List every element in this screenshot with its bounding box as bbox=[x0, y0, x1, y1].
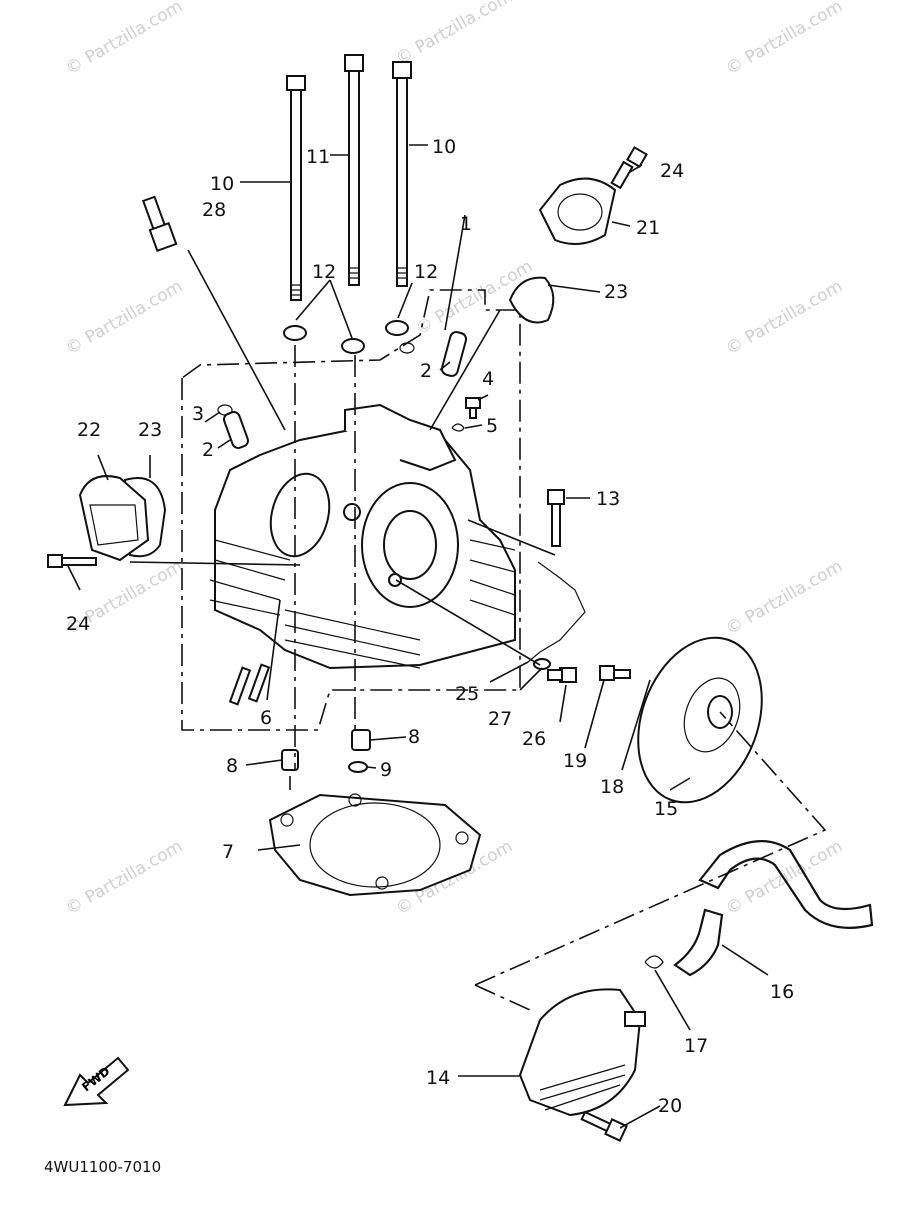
bolt-24-right[interactable] bbox=[610, 146, 648, 190]
bolt-shaft bbox=[290, 89, 302, 301]
bolt-20[interactable] bbox=[580, 1110, 628, 1142]
washer[interactable] bbox=[341, 338, 365, 354]
callout-8: 8 bbox=[226, 755, 238, 777]
bolt-head bbox=[344, 54, 364, 72]
spark-plug[interactable] bbox=[141, 195, 178, 253]
bolt-24-left[interactable] bbox=[47, 554, 97, 568]
callout-13: 13 bbox=[596, 488, 620, 510]
clip[interactable] bbox=[399, 342, 415, 354]
callout-27: 27 bbox=[488, 708, 512, 730]
callout-6: 6 bbox=[260, 707, 272, 729]
stud[interactable] bbox=[247, 663, 271, 703]
callout-2: 2 bbox=[420, 360, 432, 382]
valve-guide[interactable] bbox=[440, 331, 468, 378]
callout-23: 23 bbox=[138, 419, 162, 441]
callout-19: 19 bbox=[563, 750, 587, 772]
bolt-head bbox=[392, 61, 412, 79]
callout-16: 16 bbox=[770, 981, 794, 1003]
side-cover[interactable] bbox=[616, 620, 783, 819]
intake-port bbox=[269, 472, 331, 558]
clip[interactable] bbox=[217, 404, 233, 416]
callout-23: 23 bbox=[604, 281, 628, 303]
callout-15: 15 bbox=[654, 798, 678, 820]
cylinder-head[interactable] bbox=[209, 403, 516, 670]
watermark: © Partzilla.com bbox=[723, 0, 847, 79]
watermark: © Partzilla.com bbox=[393, 0, 517, 69]
head-gasket[interactable] bbox=[268, 793, 482, 897]
callout-17: 17 bbox=[684, 1035, 708, 1057]
watermark: © Partzilla.com bbox=[723, 556, 847, 639]
watermark: © Partzilla.com bbox=[63, 0, 187, 79]
callout-8: 8 bbox=[408, 726, 420, 748]
callout-5: 5 bbox=[486, 415, 498, 437]
tappet-cover-right[interactable] bbox=[508, 177, 617, 324]
washer-27[interactable] bbox=[533, 658, 551, 670]
hose-clip[interactable] bbox=[644, 955, 664, 969]
callout-2: 2 bbox=[202, 439, 214, 461]
dowel-pin[interactable] bbox=[351, 729, 371, 751]
washer[interactable] bbox=[283, 325, 307, 341]
bolt-19[interactable] bbox=[599, 665, 631, 681]
callout-21: 21 bbox=[636, 217, 660, 239]
callout-12: 12 bbox=[414, 261, 438, 283]
gasket-23 bbox=[508, 276, 555, 324]
callout-1: 1 bbox=[460, 213, 472, 235]
callout-10: 10 bbox=[432, 136, 456, 158]
hose-short[interactable] bbox=[673, 908, 724, 977]
cover-15 bbox=[637, 636, 763, 804]
bolt-shaft bbox=[348, 70, 360, 286]
bolt-shaft bbox=[396, 77, 408, 287]
callout-9: 9 bbox=[380, 759, 392, 781]
callout-24: 24 bbox=[660, 160, 684, 182]
gasket-25[interactable] bbox=[527, 561, 586, 663]
watermark: © Partzilla.com bbox=[63, 276, 187, 359]
callout-11: 11 bbox=[306, 146, 330, 168]
bolt-26[interactable] bbox=[547, 667, 577, 683]
cover-21 bbox=[538, 177, 617, 245]
callout-24: 24 bbox=[66, 613, 90, 635]
callout-4: 4 bbox=[482, 368, 494, 390]
callout-10: 10 bbox=[210, 173, 234, 195]
callout-26: 26 bbox=[522, 728, 546, 750]
washer[interactable] bbox=[385, 320, 409, 336]
diagram-code: 4WU1100-7010 bbox=[44, 1158, 161, 1176]
valve-guide[interactable] bbox=[222, 410, 249, 449]
tappet-cover-left[interactable] bbox=[78, 475, 167, 562]
callout-28: 28 bbox=[202, 199, 226, 221]
callout-14: 14 bbox=[426, 1067, 450, 1089]
watermark: © Partzilla.com bbox=[63, 836, 187, 919]
callout-25: 25 bbox=[455, 683, 479, 705]
leader-lines bbox=[67, 144, 827, 1129]
callout-12: 12 bbox=[312, 261, 336, 283]
breather-cover[interactable] bbox=[518, 988, 646, 1117]
head-bolts[interactable] bbox=[286, 54, 412, 301]
clip-5[interactable] bbox=[451, 423, 465, 432]
callout-22: 22 bbox=[77, 419, 101, 441]
stud[interactable] bbox=[228, 666, 252, 706]
callout-20: 20 bbox=[658, 1095, 682, 1117]
bolt-13[interactable] bbox=[547, 489, 565, 547]
watermark: © Partzilla.com bbox=[723, 276, 847, 359]
o-ring-9[interactable] bbox=[348, 761, 368, 773]
callout-labels: 10 11 10 12 12 1 2 3 2 4 5 13 24 21 23 2… bbox=[66, 136, 794, 1117]
screw-4[interactable] bbox=[465, 397, 481, 419]
callout-18: 18 bbox=[600, 776, 624, 798]
bolt-head bbox=[286, 75, 306, 91]
fwd-arrow: FWD bbox=[63, 1056, 130, 1107]
callout-7: 7 bbox=[222, 841, 234, 863]
assembly-boundary bbox=[181, 289, 521, 731]
callout-3: 3 bbox=[192, 403, 204, 425]
